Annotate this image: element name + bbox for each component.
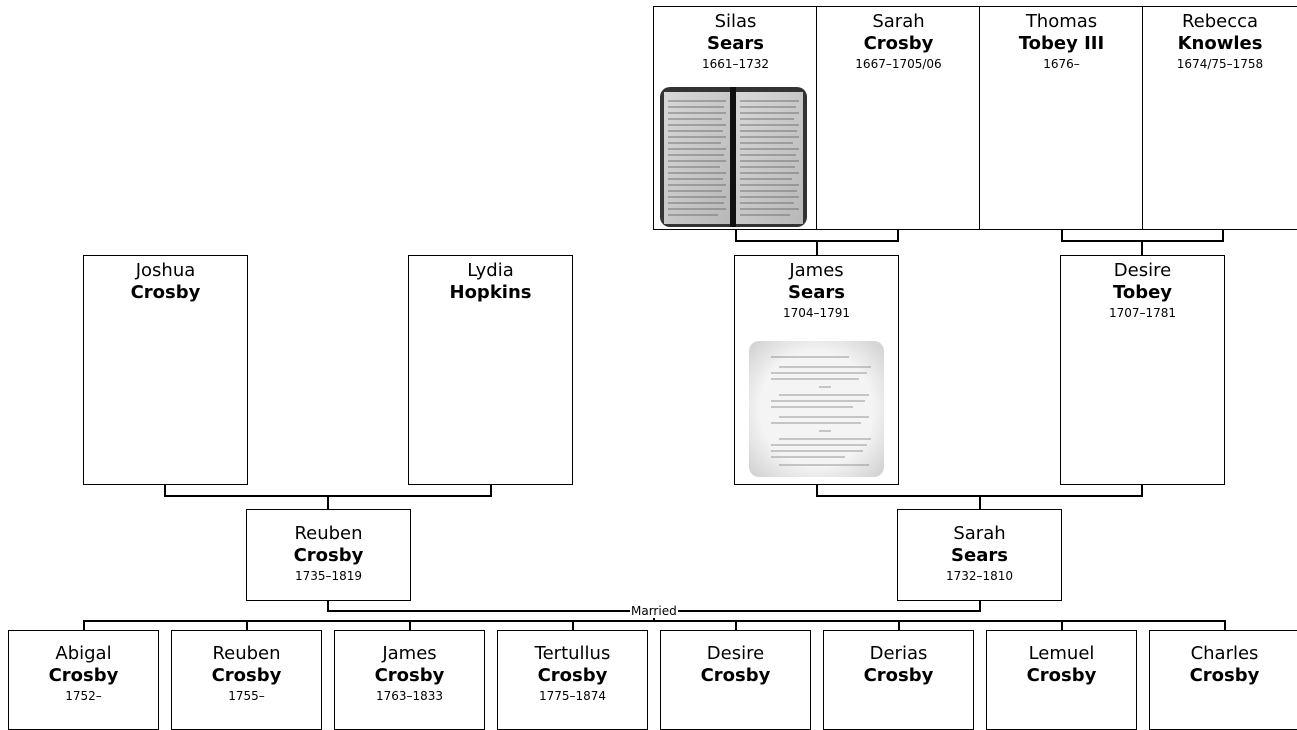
first-name: James [382, 643, 437, 664]
child-tertullus-crosby[interactable]: Tertullus Crosby 1775–1874 [497, 630, 648, 730]
first-name: Thomas [1025, 11, 1098, 32]
person-sarah-crosby[interactable]: Sarah Crosby 1667–1705/06 [816, 6, 981, 230]
last-name: Knowles [1177, 33, 1263, 54]
last-name: Sears [707, 33, 764, 54]
life-dates: 1763–1833 [375, 689, 444, 703]
person-silas-sears[interactable]: Silas Sears 1661–1732 [653, 6, 818, 230]
first-name: Silas [714, 11, 757, 32]
life-dates: 1704–1791 [782, 306, 851, 320]
child-desire-crosby[interactable]: Desire Crosby [660, 630, 811, 730]
person-reuben-crosby[interactable]: Reuben Crosby 1735–1819 [246, 509, 411, 601]
person-desire-tobey[interactable]: Desire Tobey 1707–1781 [1060, 255, 1225, 485]
child-james-crosby[interactable]: James Crosby 1763–1833 [334, 630, 485, 730]
last-name: Crosby [211, 665, 282, 686]
last-name: Crosby [48, 665, 119, 686]
person-thomas-tobey[interactable]: Thomas Tobey III 1676– [979, 6, 1144, 230]
last-name: Hopkins [449, 282, 532, 303]
first-name: Sarah [953, 523, 1006, 544]
last-name: Tobey [1112, 282, 1173, 303]
last-name: Tobey III [1018, 33, 1105, 54]
first-name: Derias [869, 643, 928, 664]
life-dates: 1661–1732 [701, 57, 770, 71]
first-name: Reuben [212, 643, 281, 664]
person-joshua-crosby[interactable]: Joshua Crosby [83, 255, 248, 485]
first-name: Lydia [467, 260, 514, 281]
last-name: Crosby [293, 545, 364, 566]
first-name: Tertullus [534, 643, 611, 664]
first-name: Rebecca [1181, 11, 1259, 32]
child-derias-crosby[interactable]: Derias Crosby [823, 630, 974, 730]
life-dates: 1732–1810 [945, 569, 1014, 583]
first-name: Lemuel [1028, 643, 1095, 664]
last-name: Sears [788, 282, 845, 303]
first-name: Joshua [135, 260, 196, 281]
last-name: Sears [951, 545, 1008, 566]
last-name: Crosby [537, 665, 608, 686]
person-sarah-sears[interactable]: Sarah Sears 1732–1810 [897, 509, 1062, 601]
child-lemuel-crosby[interactable]: Lemuel Crosby [986, 630, 1137, 730]
child-charles-crosby[interactable]: Charles Crosby [1149, 630, 1297, 730]
life-dates: 1707–1781 [1108, 306, 1177, 320]
life-dates: 1735–1819 [294, 569, 363, 583]
person-james-sears[interactable]: James Sears 1704–1791 [734, 255, 899, 485]
first-name: Charles [1190, 643, 1259, 664]
life-dates: 1674/75–1758 [1176, 57, 1264, 71]
life-dates: 1752– [65, 689, 102, 703]
first-name: Desire [706, 643, 765, 664]
document-photo[interactable] [749, 341, 884, 477]
person-lydia-hopkins[interactable]: Lydia Hopkins [408, 255, 573, 485]
life-dates: 1755– [228, 689, 265, 703]
child-abigal-crosby[interactable]: Abigal Crosby 1752– [8, 630, 159, 730]
last-name: Crosby [1189, 665, 1260, 686]
first-name: James [789, 260, 844, 281]
last-name: Crosby [863, 665, 934, 686]
last-name: Crosby [700, 665, 771, 686]
document-photo[interactable] [660, 87, 807, 227]
child-reuben-crosby[interactable]: Reuben Crosby 1755– [171, 630, 322, 730]
life-dates: 1775–1874 [538, 689, 607, 703]
last-name: Crosby [863, 33, 934, 54]
person-rebecca-knowles[interactable]: Rebecca Knowles 1674/75–1758 [1142, 6, 1297, 230]
last-name: Crosby [374, 665, 445, 686]
first-name: Sarah [872, 11, 925, 32]
first-name: Abigal [55, 643, 112, 664]
life-dates: 1676– [1043, 57, 1080, 71]
first-name: Reuben [294, 523, 363, 544]
last-name: Crosby [1026, 665, 1097, 686]
life-dates: 1667–1705/06 [855, 57, 942, 71]
last-name: Crosby [130, 282, 201, 303]
married-label: Married [630, 604, 678, 618]
first-name: Desire [1113, 260, 1172, 281]
